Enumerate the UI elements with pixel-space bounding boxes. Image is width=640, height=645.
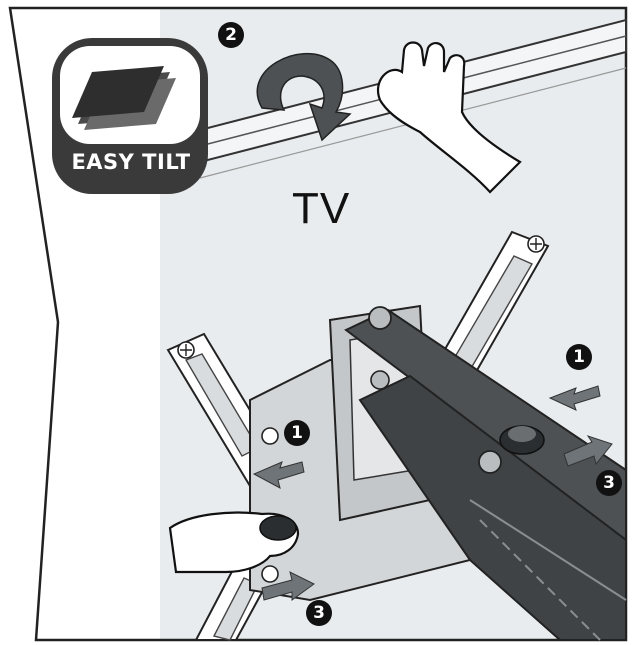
- step-marker-3-right: 3: [596, 470, 622, 496]
- step-marker-1-right: 1: [566, 344, 592, 370]
- tv-label: TV: [292, 184, 350, 234]
- step-marker-2: 2: [218, 22, 244, 48]
- easy-tilt-badge-label: EASY TILT: [56, 150, 206, 174]
- step-marker-1-left: 1: [284, 420, 310, 446]
- right-locking-knob: [500, 426, 544, 454]
- step-marker-3-lower: 3: [306, 600, 332, 626]
